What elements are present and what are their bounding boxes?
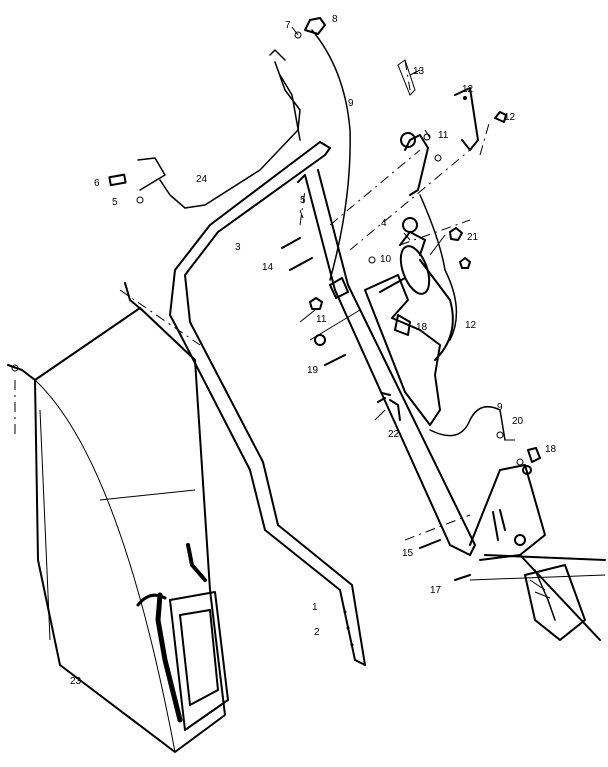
callout-19: 19 [307, 365, 319, 376]
callout-18: 18 [416, 322, 428, 333]
control-cables [108, 29, 506, 441]
callout-5: 5 [112, 197, 118, 208]
callout-14: 14 [262, 262, 274, 273]
callout-23: 23 [70, 676, 82, 687]
callout-11: 11 [438, 130, 449, 141]
callout-10: 10 [380, 254, 392, 265]
callout-24: 24 [196, 174, 208, 185]
callout-9: 9 [497, 402, 503, 413]
callout-18: 18 [545, 444, 557, 455]
callout-labels: 7 8 13 9 12 12 11 6 24 5 5 3 4 21 14 10 … [70, 14, 557, 687]
callout-20: 20 [512, 416, 524, 427]
callout-12: 12 [462, 84, 474, 95]
callout-4: 4 [381, 218, 387, 229]
control-lever-assembly [329, 59, 479, 426]
lower-bracket-plate [469, 464, 606, 641]
callout-22: 22 [388, 429, 400, 440]
callout-11: 11 [316, 314, 327, 325]
callout-9: 9 [348, 98, 354, 109]
hardware [281, 17, 541, 581]
callout-21: 21 [467, 232, 479, 243]
callout-12: 12 [465, 320, 477, 331]
callout-7: 7 [285, 20, 291, 31]
lower-handle [169, 141, 476, 666]
callout-1: 1 [312, 602, 318, 613]
callout-12: 12 [504, 112, 516, 123]
callout-6: 6 [94, 178, 100, 189]
callout-13: 13 [413, 66, 425, 77]
callout-8: 8 [332, 14, 338, 25]
callout-15: 15 [402, 548, 414, 559]
grass-bag [7, 282, 229, 753]
callout-2: 2 [314, 627, 320, 638]
callout-5: 5 [300, 195, 306, 206]
callout-17: 17 [430, 585, 442, 596]
callout-3: 3 [235, 242, 241, 253]
leader-lines [291, 26, 515, 541]
